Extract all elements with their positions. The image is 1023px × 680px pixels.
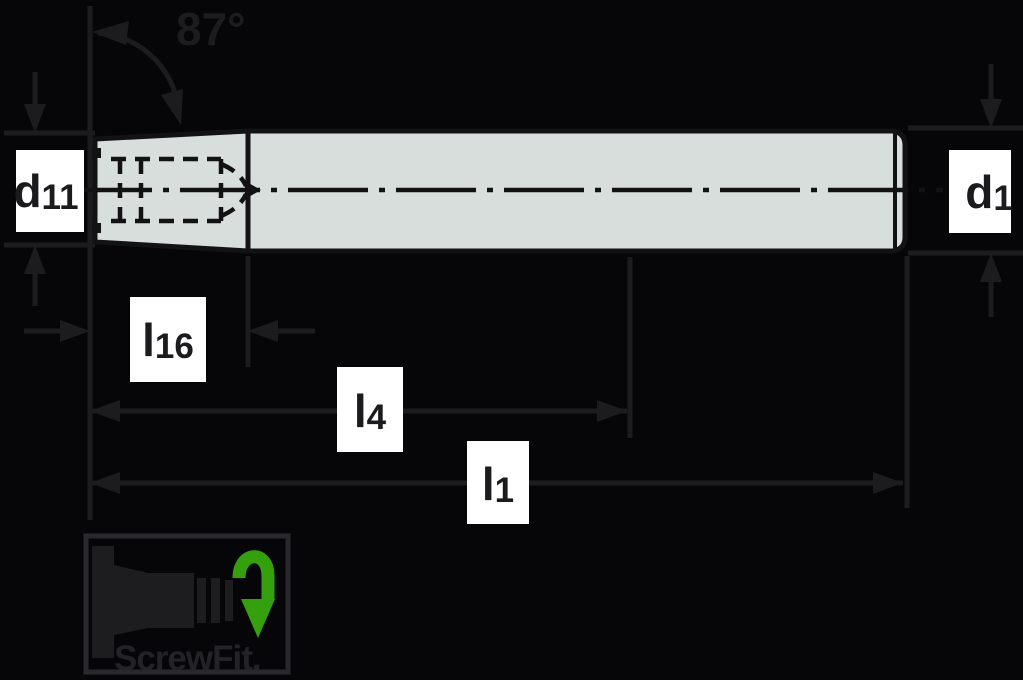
d11-dimension (4, 72, 95, 306)
screwfit-brand-label: ScrewFit. (114, 639, 262, 678)
l4-label-box (337, 367, 403, 452)
l16-arrow-right-icon (60, 320, 90, 342)
angle-arrow-start-icon (92, 21, 129, 45)
l16-label-box (130, 297, 206, 382)
d1-arrow-up-icon (980, 253, 1002, 282)
l1-arrow-right-icon (873, 472, 903, 494)
centerline-arrow-icon (245, 181, 261, 199)
l16-arrow-left-icon (248, 320, 278, 342)
thread-notch-top (92, 148, 101, 158)
logo-thread-bar2 (211, 578, 220, 623)
d1-dimension (908, 64, 1023, 317)
l4-arrow-right-icon (597, 400, 627, 422)
logo-thread-bar3 (225, 580, 233, 621)
angle-dimension (92, 21, 183, 125)
d11-label-box (16, 150, 84, 232)
l16-dimension (24, 256, 315, 367)
logo-tool-body (148, 573, 194, 628)
l4-arrow-left-icon (90, 400, 120, 422)
logo-thread-bar1 (197, 578, 206, 623)
l1-arrow-left-icon (90, 472, 120, 494)
d11-arrow-down-icon (24, 104, 46, 133)
d1-label-box (949, 150, 1011, 233)
d1-arrow-down-icon (980, 99, 1002, 128)
screw-direction-arrow-shaft (232, 550, 275, 600)
bore-cone-top-dashed (220, 161, 249, 187)
bore-cone-bottom-dashed (220, 193, 249, 219)
d11-arrow-up-icon (24, 245, 46, 274)
angle-label: 87° (176, 3, 246, 55)
angle-arrow-end-icon (161, 89, 183, 125)
l1-label-box (467, 441, 529, 524)
logo-tool-flange (92, 546, 114, 658)
thread-notch-bottom (92, 223, 101, 233)
screw-direction-arrow-icon (241, 599, 275, 638)
logo-tool-cone (114, 565, 148, 635)
angle-arc (97, 30, 182, 118)
logo-border (83, 533, 291, 675)
screwfit-logo (83, 533, 291, 675)
